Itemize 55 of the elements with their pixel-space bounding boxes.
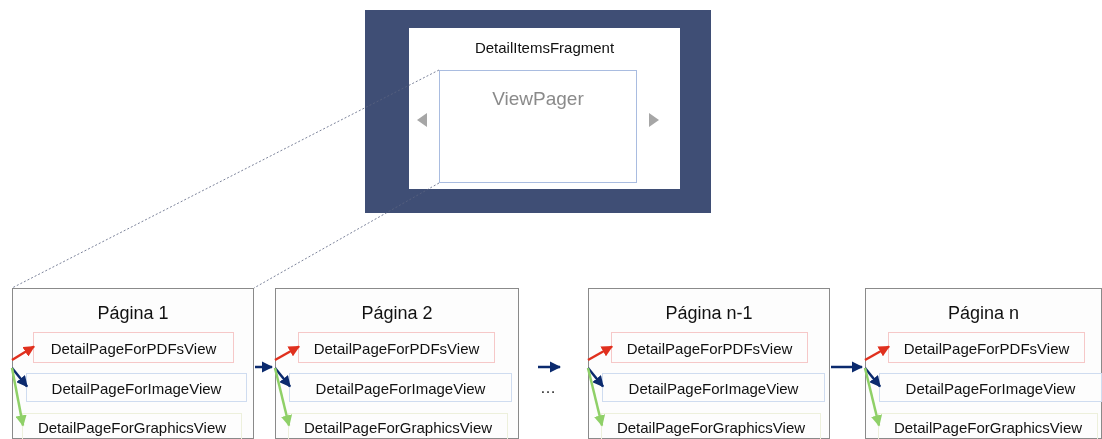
arrow [273,367,293,427]
view-box [288,413,508,439]
arrow [863,367,883,427]
arrow [255,361,274,373]
view-box [602,373,825,402]
view-label: DetailPageForGraphicsView [615,418,807,435]
arrow [538,361,562,373]
arrow [864,367,881,388]
view-label: DetailPageForImageView [904,379,1077,396]
arrow [10,367,27,427]
page-title: Página n-1 [664,303,754,324]
view-box [33,332,234,363]
leader-line [11,69,440,289]
fragment-frame [365,10,711,213]
view-label: DetailPageForImageView [50,379,223,396]
arrow [11,367,28,388]
page-box [12,288,254,439]
view-label: DetailPageForPDFsView [49,339,218,356]
fragment-panel [409,28,680,189]
view-label: DetailPageForGraphicsView [302,418,494,435]
leader-line [253,182,440,289]
view-box [878,413,1098,439]
page-box [588,288,830,439]
viewpager-label: ViewPager [491,88,585,110]
page-title: Página n [946,303,1021,324]
view-label: DetailPageForPDFsView [902,339,1071,356]
ellipsis-text: … [540,379,556,397]
view-box [22,413,242,439]
view-box [601,413,821,439]
view-label: DetailPageForGraphicsView [36,418,228,435]
page-title: Página 1 [96,303,170,324]
view-box [26,373,247,402]
view-box [298,332,495,363]
arrow [274,367,291,388]
view-box [888,332,1085,363]
page-box [275,288,519,439]
viewpager-box [439,70,637,183]
page-box [865,288,1102,439]
arrow [11,345,35,362]
view-box [879,373,1102,402]
arrow [274,345,300,362]
view-box [611,332,808,363]
view-label: DetailPageForImageView [627,379,800,396]
arrow [831,361,864,373]
arrow [586,367,606,427]
page-title: Página 2 [360,303,434,324]
view-label: DetailPageForPDFsView [625,339,794,356]
view-label: DetailPageForImageView [314,379,487,396]
arrow [587,345,613,362]
fragment-title: DetailItemsFragment [473,39,616,56]
view-label: DetailPageForGraphicsView [892,418,1084,435]
arrow [864,345,890,362]
view-box [289,373,512,402]
arrow [587,367,604,388]
view-label: DetailPageForPDFsView [312,339,481,356]
